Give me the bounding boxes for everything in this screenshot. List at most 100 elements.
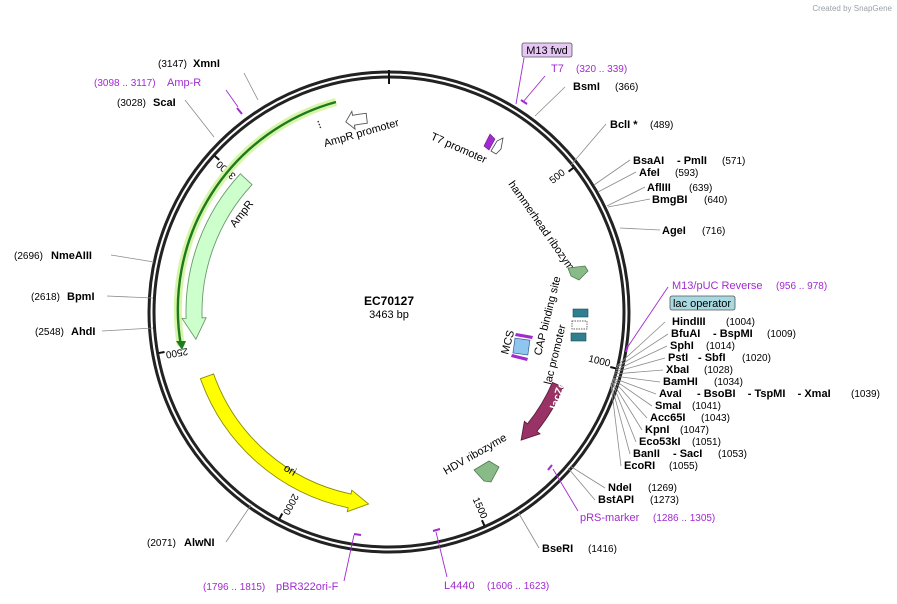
t7-promoter-label: T7 promoter	[429, 131, 489, 166]
site-smai-name: SmaI	[655, 400, 681, 412]
primer-l4440-name: L4440	[444, 580, 475, 592]
site-smai-pos: (1041)	[692, 401, 721, 412]
site-bstapi-name: BstAPI	[598, 494, 634, 506]
site-avai[interactable]: AvaI - BsoBI - TspMI - XmaI (1039)	[659, 388, 880, 400]
t7-primer-arrow	[483, 133, 496, 151]
site-smai[interactable]: SmaI (1041)	[655, 400, 721, 412]
site-ecori-name: EcoRI	[624, 460, 655, 472]
scale-tick-mark	[567, 167, 574, 173]
m13-fwd-name: M13 fwd	[526, 45, 568, 57]
site-eco53ki[interactable]: Eco53kI (1051)	[639, 436, 721, 448]
site-acc65i[interactable]: Acc65I (1043)	[650, 412, 730, 424]
ampr-promoter-arrow	[345, 110, 368, 131]
ori-label: ori	[282, 462, 299, 479]
site-acc65i-name: Acc65I	[650, 412, 685, 424]
site-bpmi-name: BpmI	[67, 291, 95, 303]
site-bcli[interactable]: BclI * (489)	[610, 119, 673, 131]
site-psti-pos: (1020)	[742, 353, 771, 364]
ampr-highlight-line	[176, 100, 337, 347]
site-leader-line	[567, 467, 596, 501]
site-afei[interactable]: AfeI (593)	[639, 167, 698, 179]
primer-m13-rev-name: M13/pUC Reverse	[672, 280, 762, 292]
site-leader-line	[612, 379, 648, 419]
site-bstapi[interactable]: BstAPI (1273)	[598, 494, 679, 506]
site-hindiii[interactable]: HindIII (1004)	[672, 316, 755, 328]
primer-l4440[interactable]: L4440 (1606 .. 1623)	[444, 580, 549, 592]
site-xmni[interactable]: (3147) XmnI	[158, 58, 220, 70]
site-bfuai-pos: (1009)	[767, 329, 796, 340]
prs-marker-mark	[547, 464, 553, 471]
site-bsaai-pos: (571)	[722, 156, 745, 167]
site-bfuai[interactable]: BfuAI - BspMI (1009)	[671, 328, 796, 340]
site-kpni[interactable]: KpnI (1047)	[645, 424, 709, 436]
pbr322-mark	[353, 533, 362, 536]
site-bsaai-name: BsaAI	[633, 155, 664, 167]
site-bamhi-pos: (1034)	[714, 377, 743, 388]
site-xbai-pos: (1028)	[704, 365, 733, 376]
site-agei-pos: (716)	[702, 226, 725, 237]
site-leader-line	[614, 357, 666, 373]
site-bsaai-extra: - PmlI	[677, 155, 707, 167]
primer-l4440-pos: (1606 .. 1623)	[487, 581, 549, 592]
primer-m13-rev[interactable]: M13/pUC Reverse (956 .. 978)	[672, 280, 827, 292]
site-leader-line	[610, 382, 631, 455]
site-nmeaiii[interactable]: (2696) NmeAIII	[14, 250, 92, 262]
primer-amp-r[interactable]: (3098 .. 3117) Amp-R	[94, 77, 201, 89]
primer-m13-fwd[interactable]: M13 fwd	[521, 42, 573, 58]
site-leader-line	[569, 465, 606, 489]
site-scai[interactable]: (3028) ScaI	[117, 97, 176, 109]
site-leader-line	[611, 381, 637, 443]
watermark: Created by SnapGene	[812, 4, 892, 13]
site-bsaai[interactable]: BsaAI - PmlI (571)	[633, 155, 745, 167]
site-afliii[interactable]: AflIII (639)	[647, 182, 712, 194]
lacz-arrow	[520, 381, 565, 441]
site-scai-name: ScaI	[153, 97, 176, 109]
site-bmgbi[interactable]: BmgBI (640)	[652, 194, 727, 206]
site-ahdi[interactable]: (2548) AhdI	[35, 326, 95, 338]
site-avai-name: AvaI	[659, 388, 682, 400]
site-agei[interactable]: AgeI (716)	[662, 225, 725, 237]
t7-promoter-arrow	[490, 137, 504, 155]
site-leader-line	[597, 171, 637, 193]
site-leader-line	[534, 86, 566, 117]
site-ndei[interactable]: NdeI (1269)	[608, 482, 677, 494]
site-bpmi-pos: (2618)	[31, 292, 60, 303]
primer-amp-r-name: Amp-R	[167, 77, 201, 89]
site-bamhi[interactable]: BamHI (1034)	[663, 376, 743, 388]
primer-prs-marker[interactable]: pRS-marker (1286 .. 1305)	[580, 512, 715, 524]
site-afei-name: AfeI	[639, 167, 660, 179]
site-psti-name: PstI	[668, 352, 688, 364]
site-leader-line	[619, 227, 661, 231]
site-bseri-pos: (1416)	[588, 544, 617, 555]
site-bseri[interactable]: BseRI (1416)	[542, 543, 617, 555]
site-hindiii-pos: (1004)	[726, 317, 755, 328]
site-sphi[interactable]: SphI (1014)	[670, 340, 735, 352]
site-leader-line	[101, 327, 154, 332]
primer-t7[interactable]: T7 (320 .. 339)	[551, 63, 627, 75]
site-bsmi-name: BsmI	[573, 81, 600, 93]
site-leader-line	[610, 383, 622, 467]
site-bsmi[interactable]: BsmI (366)	[573, 81, 638, 93]
m13-fwd-box	[521, 42, 573, 58]
scale-tick-mark	[214, 155, 220, 161]
site-psti[interactable]: PstI - SbfI (1020)	[668, 352, 771, 364]
site-ecori[interactable]: EcoRI (1055)	[624, 460, 698, 472]
site-bpmi[interactable]: (2618) BpmI	[31, 291, 95, 303]
site-scai-pos: (3028)	[117, 98, 146, 109]
primer-pbr322-name: pBR322ori-F	[276, 581, 339, 593]
site-leader-line	[110, 254, 155, 263]
primer-pbr322[interactable]: (1796 .. 1815) pBR322ori-F	[203, 581, 339, 593]
primer-amp-r-pos: (3098 .. 3117)	[94, 78, 156, 89]
site-sphi-pos: (1014)	[706, 341, 735, 352]
site-alwni[interactable]: (2071) AlwNI	[147, 537, 215, 549]
lac-operator-box-label[interactable]: lac operator	[669, 295, 736, 311]
site-afei-pos: (593)	[675, 168, 698, 179]
site-leaders	[101, 72, 669, 549]
scale-tick-label: 500	[548, 167, 568, 186]
primer-prs-marker-pos: (1286 .. 1305)	[653, 513, 715, 524]
site-eco53ki-name: Eco53kI	[639, 436, 681, 448]
site-kpni-pos: (1047)	[680, 425, 709, 436]
site-banii[interactable]: BanII - SacI (1053)	[633, 448, 747, 460]
site-xbai[interactable]: XbaI (1028)	[666, 364, 733, 376]
t7-leader	[522, 75, 546, 103]
